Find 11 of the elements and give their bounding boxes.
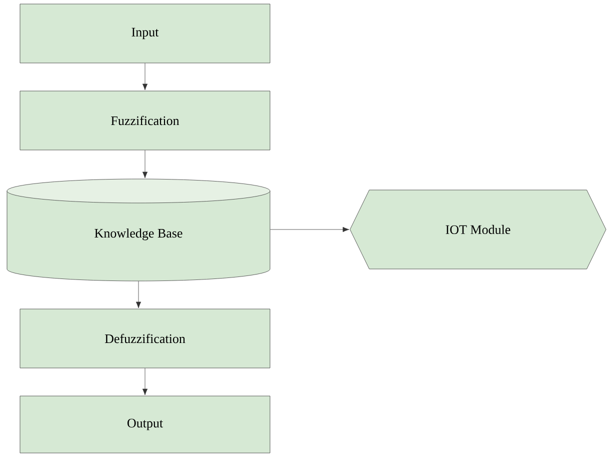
database-cylinder: Knowledge Base — [6, 178, 270, 282]
arrow — [142, 62, 148, 90]
process-box: Fuzzification — [20, 90, 270, 150]
arrow — [270, 226, 350, 232]
arrow — [136, 281, 142, 308]
arrow — [142, 368, 148, 396]
hexagon-box: IOT Module — [350, 190, 606, 270]
process-box: Input — [20, 4, 270, 64]
process-box: Output — [20, 396, 270, 454]
arrow — [142, 150, 148, 178]
process-box: Defuzzification — [20, 308, 270, 368]
